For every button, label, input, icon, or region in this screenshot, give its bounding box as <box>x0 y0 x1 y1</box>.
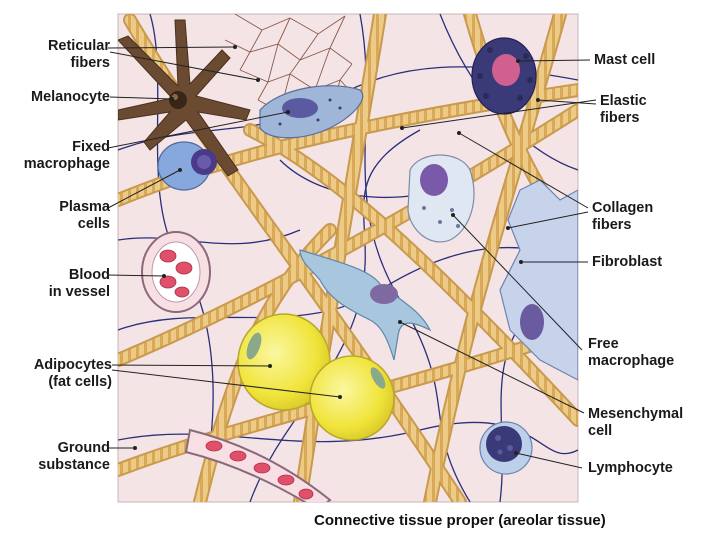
blood-vessel-lower <box>184 428 332 502</box>
label-fibroblast: Fibroblast <box>592 254 663 270</box>
label-melanocyte: Melanocyte <box>31 89 110 105</box>
leader-lines <box>107 46 597 469</box>
label-ground-substance: Ground substance <box>38 440 110 473</box>
label-reticular-fibers: Reticular fibers <box>47 38 110 71</box>
label-mesenchymal-cell: Mesenchymal cell <box>588 406 684 439</box>
label-mast-cell: Mast cell <box>594 52 656 68</box>
plasma-cell <box>157 141 217 191</box>
figure-caption: Connective tissue proper (areolar tissue… <box>314 512 606 529</box>
blood-vessel-upper <box>141 231 211 313</box>
melanocyte-cell <box>118 19 251 177</box>
fibroblast-cell <box>499 179 578 381</box>
label-collagen-fibers: Collagen fibers <box>592 200 654 233</box>
lymphocyte-cell <box>479 421 533 475</box>
mesenchymal-cell-drawn <box>299 249 432 361</box>
label-adipocytes: Adipocytes (fat cells) <box>33 357 112 390</box>
label-fixed-macrophage: Fixed macrophage <box>23 139 110 172</box>
label-plasma-cells: Plasma cells <box>59 199 110 232</box>
label-free-macrophage: Free macrophage <box>588 336 675 369</box>
fixed-macrophage-cell <box>259 85 364 139</box>
label-lymphocyte: Lymphocyte <box>588 460 673 476</box>
leader-dots <box>133 45 540 455</box>
adipocyte-cells <box>237 313 395 441</box>
mast-cell-drawn <box>471 37 537 115</box>
label-blood-in-vessel: Blood in vessel <box>48 267 110 300</box>
label-elastic-fibers: Elastic fibers <box>600 93 647 126</box>
